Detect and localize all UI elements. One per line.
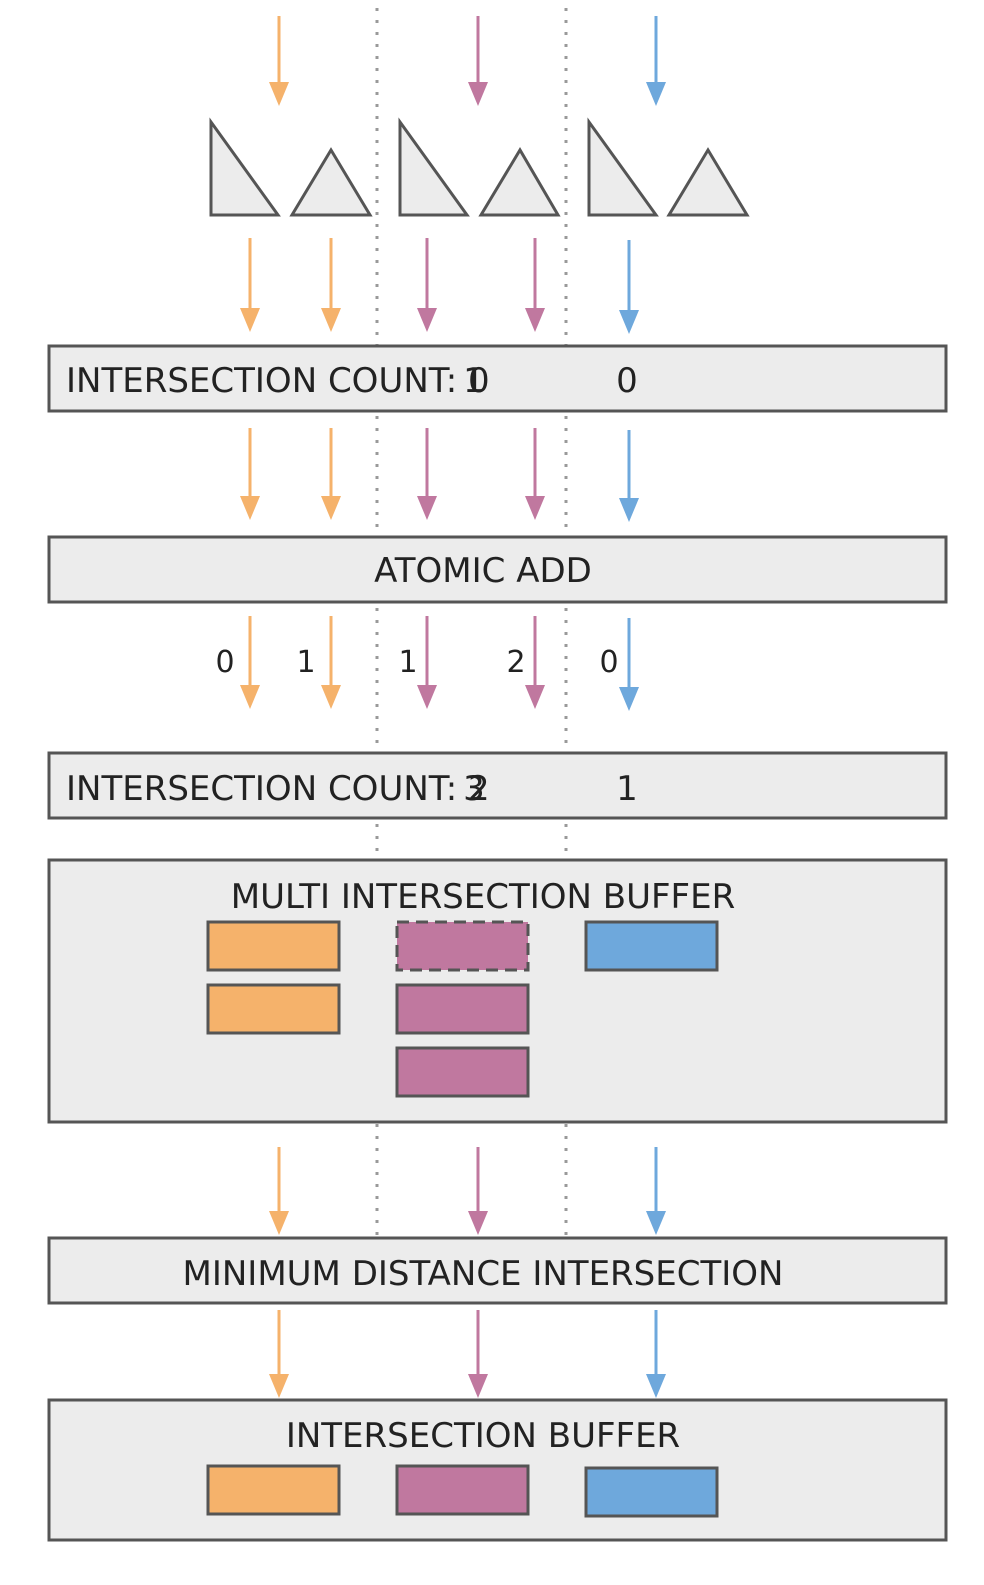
flow-arrow-head	[321, 308, 341, 332]
right-triangle-3	[587, 117, 659, 217]
flow-arrow	[321, 238, 341, 332]
flow-arrow-head	[269, 1211, 289, 1235]
flow-arrow	[321, 428, 341, 520]
triangles	[209, 117, 750, 217]
flow-arrow-head	[525, 308, 545, 332]
atomic-add-stage: ATOMIC ADD	[47, 535, 948, 604]
flow-arrow	[417, 616, 437, 709]
flow-arrow	[619, 430, 639, 522]
flow-arrow-head	[646, 1211, 666, 1235]
flow-arrow-head	[417, 685, 437, 709]
flow-arrow	[619, 240, 639, 334]
count-before-stage: INTERSECTION COUNT: 0 1 0	[47, 344, 948, 413]
min-distance-stage: MINIMUM DISTANCE INTERSECTION	[47, 1236, 948, 1305]
flow-arrow-head	[321, 496, 341, 520]
flow-arrow	[646, 1147, 666, 1235]
flow-arrow	[525, 238, 545, 332]
flow-arrow	[619, 618, 639, 711]
min-distance-label: MINIMUM DISTANCE INTERSECTION	[183, 1254, 784, 1294]
magenta-slot-2	[395, 1046, 530, 1098]
triangle-3	[666, 147, 750, 217]
flow-arrow-head	[269, 1374, 289, 1398]
intersection-buffer-stage: INTERSECTION BUFFER	[47, 1398, 948, 1542]
flow-arrow	[269, 1147, 289, 1235]
flow-arrow-head	[646, 1374, 666, 1398]
lane-dividers	[375, 8, 568, 1238]
count-before-value-3: 0	[616, 361, 638, 401]
intersection-buffer-label: INTERSECTION BUFFER	[286, 1416, 680, 1456]
flow-arrow-head	[619, 687, 639, 711]
magenta-result	[395, 1464, 530, 1516]
multi-buffer-stage: MULTI INTERSECTION BUFFER	[47, 858, 948, 1124]
right-triangle-2	[398, 117, 470, 217]
flow-arrow-head	[269, 82, 289, 106]
count-after-stage: INTERSECTION COUNT: 2 3 1	[47, 751, 948, 820]
multi-buffer-label: MULTI INTERSECTION BUFFER	[231, 877, 735, 917]
flow-arrow-head	[468, 1211, 488, 1235]
flow-arrow	[525, 428, 545, 520]
atomic-add-label: ATOMIC ADD	[374, 551, 592, 591]
flow-arrow-head	[417, 496, 437, 520]
right-triangle-1	[209, 117, 281, 217]
orange-slot-2	[206, 983, 341, 1035]
count-after-label: INTERSECTION COUNT: 2	[66, 769, 490, 809]
flow-arrow	[417, 428, 437, 520]
flow-arrow-head	[619, 310, 639, 334]
flow-arrow-head	[321, 685, 341, 709]
min-distance-box	[47, 1236, 948, 1305]
return-value: 2	[506, 645, 525, 680]
flow-arrow	[269, 16, 289, 106]
flow-arrow-head	[240, 308, 260, 332]
triangle-1	[289, 147, 373, 217]
flow-arrow	[468, 1147, 488, 1235]
atomic-add-box	[47, 535, 948, 604]
flow-arrow-head	[240, 496, 260, 520]
flow-arrow	[468, 16, 488, 106]
flow-arrow	[269, 1310, 289, 1398]
triangle-2	[478, 147, 561, 217]
return-value: 0	[599, 645, 618, 680]
flow-arrow	[240, 616, 260, 709]
flow-arrow-head	[468, 82, 488, 106]
flow-arrow	[646, 1310, 666, 1398]
flow-arrow-head	[525, 496, 545, 520]
return-value: 1	[296, 645, 315, 680]
flow-arrow	[646, 16, 666, 106]
flow-arrow	[240, 428, 260, 520]
flow-arrow-head	[525, 685, 545, 709]
orange-slot-1	[206, 920, 341, 972]
atomic-add-returns: 0 1 1 2 0	[215, 645, 618, 680]
magenta-slot-1	[395, 983, 530, 1035]
flow-arrow	[417, 238, 437, 332]
blue-result	[584, 1466, 719, 1518]
flow-arrow-head	[417, 308, 437, 332]
return-value: 0	[215, 645, 234, 680]
count-before-value-2: 1	[463, 361, 485, 401]
flow-arrow-head	[619, 498, 639, 522]
flow-arrow	[468, 1310, 488, 1398]
flow-arrow-head	[468, 1374, 488, 1398]
count-before-box	[47, 344, 948, 413]
count-after-value-2: 3	[463, 769, 485, 809]
orange-result	[206, 1464, 341, 1516]
flow-arrow	[240, 238, 260, 332]
count-before-label: INTERSECTION COUNT: 0	[66, 361, 490, 401]
flow-arrow-head	[240, 685, 260, 709]
flow-arrow-head	[646, 82, 666, 106]
flow-arrow	[321, 616, 341, 709]
count-after-value-3: 1	[616, 769, 638, 809]
blue-slot-1	[584, 920, 719, 972]
return-value: 1	[398, 645, 417, 680]
flow-arrow	[525, 616, 545, 709]
magenta-slot-overflow	[395, 920, 530, 972]
arrows	[240, 16, 666, 1398]
count-after-box	[47, 751, 948, 820]
